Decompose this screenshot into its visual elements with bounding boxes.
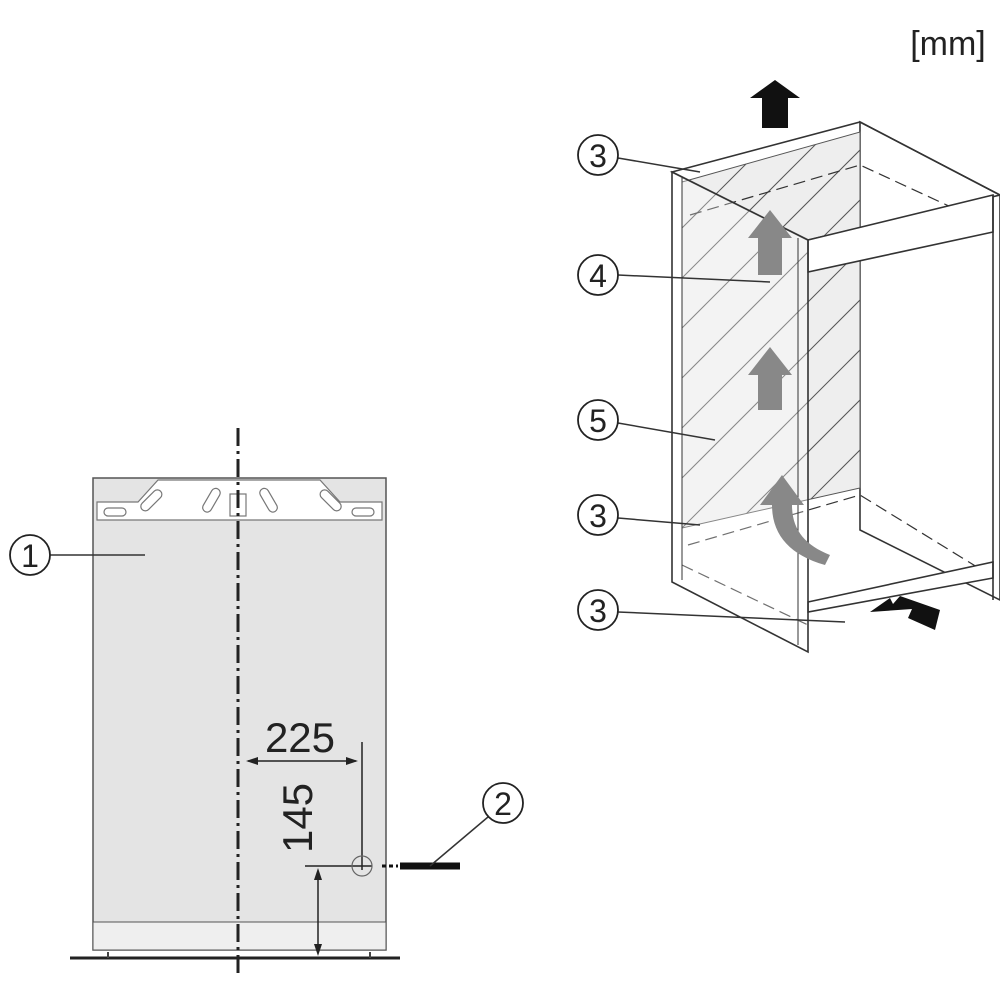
callout-2: 2 [429,782,524,867]
svg-text:3: 3 [589,498,607,534]
svg-text:1: 1 [21,538,39,574]
connection-point [351,855,373,877]
airflow-arrow-curved [760,475,830,565]
callout-1: 1 [9,534,145,576]
svg-text:2: 2 [494,786,512,822]
dimension-225-text: 225 [265,714,335,761]
airflow-arrow-middle [748,347,792,410]
svg-text:3: 3 [589,593,607,629]
airflow-arrow-upper [748,210,792,275]
exhaust-arrow-icon [750,80,800,128]
dimension-145: 145 [274,783,372,956]
appliance-front-view [70,428,400,975]
callout-5: 5 [577,399,716,441]
airflow-arrows [748,210,830,565]
callout-3-middle: 3 [577,494,701,536]
svg-text:3: 3 [589,138,607,174]
intake-arrow-icon [870,596,940,630]
svg-text:5: 5 [589,403,607,439]
dimension-225: 225 [246,714,363,870]
dimension-145-text: 145 [274,783,321,853]
cabinet-isometric [669,120,1000,654]
unit-label: [mm] [910,25,986,63]
svg-text:4: 4 [589,258,607,294]
callout-3-bottom: 3 [577,589,846,631]
callout-3-top: 3 [577,134,701,176]
callout-4: 4 [577,254,771,296]
